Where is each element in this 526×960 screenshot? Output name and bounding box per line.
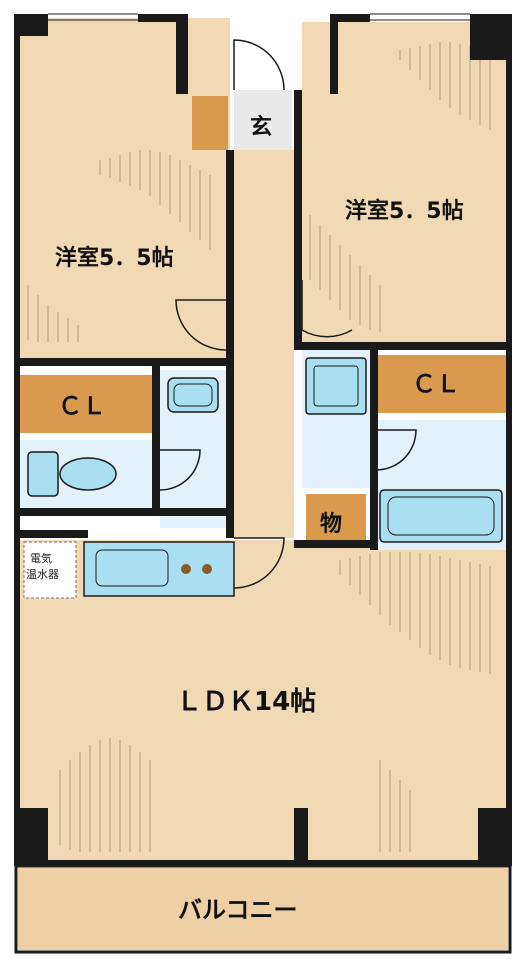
- door-swing-icon: [301, 280, 353, 338]
- room-label-entrance: 玄: [250, 114, 272, 140]
- room-label-western-right: 洋室5．5帖: [345, 198, 464, 224]
- hall-floor: [232, 150, 294, 538]
- toilet-icon: [27, 451, 117, 497]
- room-label-closet-right: ＣＬ: [412, 370, 460, 398]
- door-swing-icon: [233, 39, 285, 91]
- western-room-left-floor: [18, 18, 230, 363]
- water-heater-label-1: 電気: [30, 551, 52, 565]
- door-swing-icon: [375, 429, 417, 471]
- doors: [159, 39, 417, 589]
- room-label-storage: 物: [320, 511, 342, 537]
- walls: [14, 14, 512, 866]
- room-label-balcony: バルコニー: [178, 896, 298, 924]
- door-swing-icon: [233, 537, 285, 589]
- sink-icon: [167, 377, 219, 413]
- room-label-ldk: ＬＤＫ14帖: [176, 687, 316, 717]
- stove-burner-icon: [181, 564, 212, 574]
- fixtures: [23, 357, 503, 599]
- closets: [18, 96, 508, 546]
- balcony-floor: [18, 868, 508, 950]
- room-label-western-left: 洋室5．5帖: [55, 245, 174, 271]
- water-heater-box: [23, 541, 77, 599]
- wood-grain: [27, 42, 491, 852]
- door-swing-icon: [159, 449, 201, 491]
- room-label-closet-left: ＣＬ: [58, 392, 106, 420]
- bathtub-icon: [379, 489, 503, 543]
- entrance-shoe-closet: [192, 96, 228, 150]
- balcony-outline: [14, 864, 512, 954]
- closet-left: [18, 375, 153, 433]
- washer-pan-icon: [305, 357, 367, 415]
- storage-closet: [306, 494, 366, 546]
- closet-right: [378, 355, 508, 413]
- windows: [48, 13, 478, 863]
- door-swing-icon: [175, 299, 227, 351]
- entrance-floor: [234, 90, 292, 150]
- water-heater-label-2: 温水器: [26, 568, 59, 581]
